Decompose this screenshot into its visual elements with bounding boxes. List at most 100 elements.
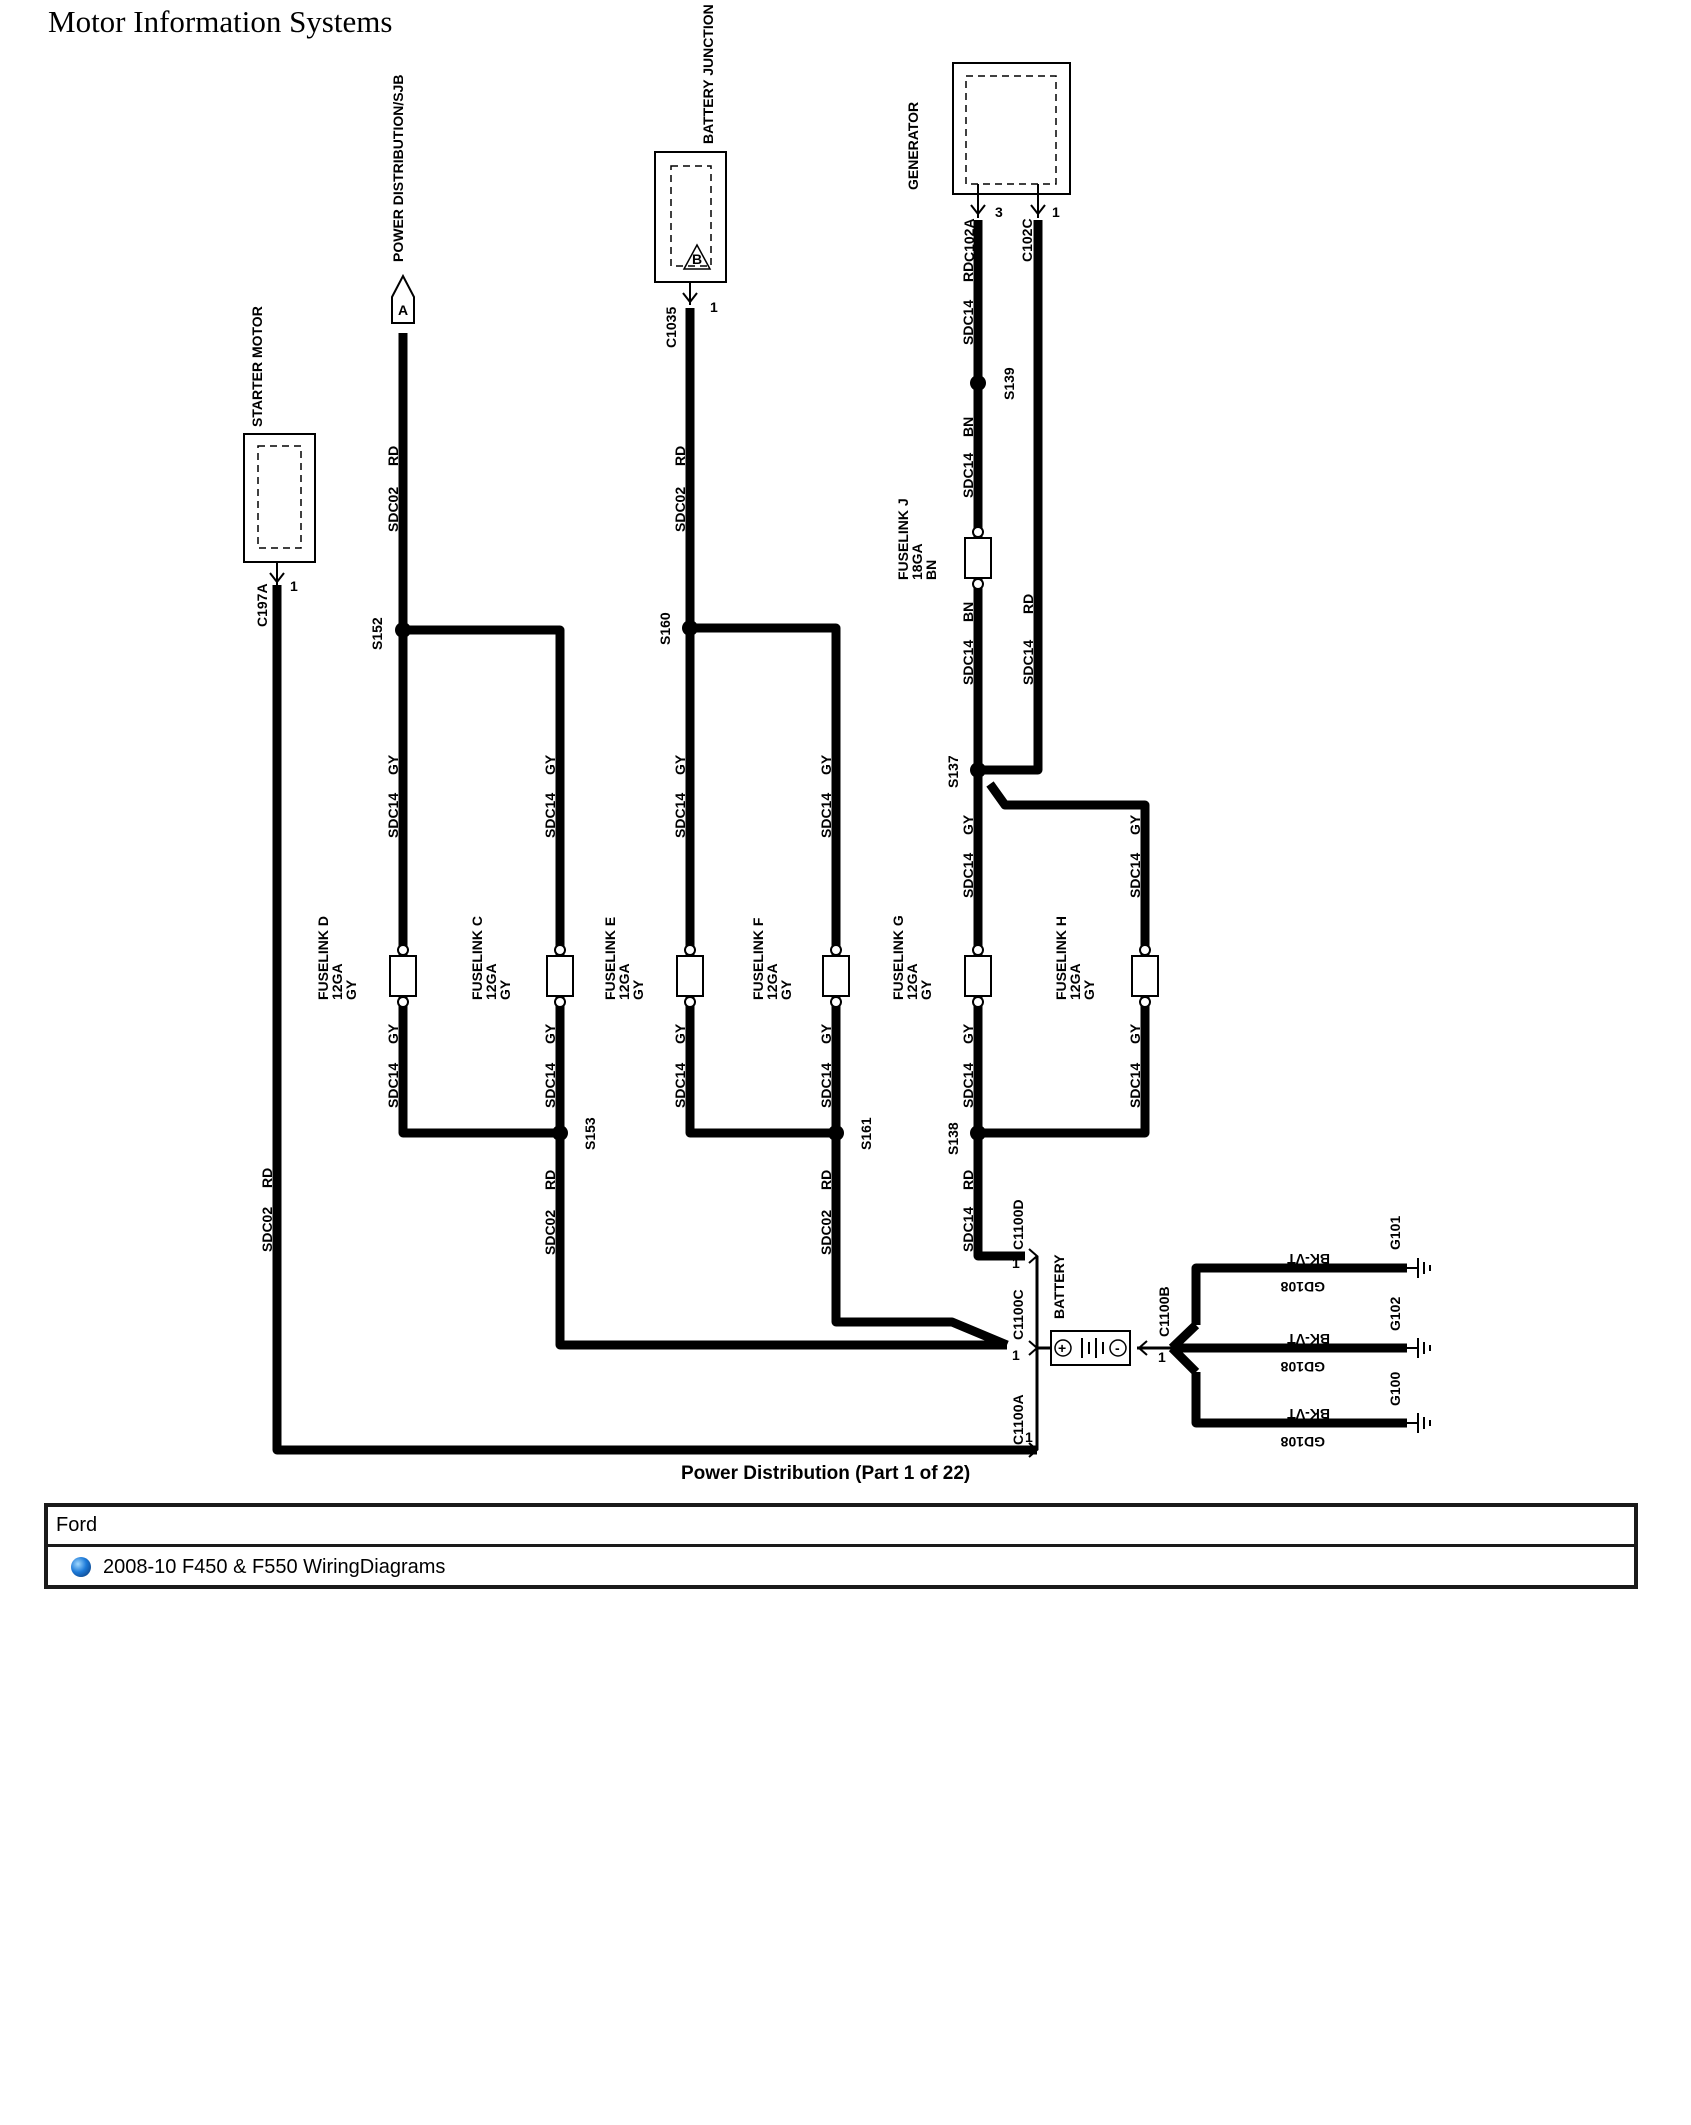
color-label: RD — [542, 1170, 558, 1190]
splice-s161: S161 — [858, 1117, 874, 1150]
fuselink-d-label: FUSELINK D 12GA GY — [315, 916, 359, 1000]
battery-label: BATTERY — [1051, 1254, 1067, 1319]
diagram-title: Power Distribution (Part 1 of 22) — [681, 1463, 970, 1484]
circuit-label: SDC14 — [960, 453, 976, 498]
connector-c1100a: C1100A — [1010, 1394, 1026, 1445]
circuit-label: SDC14 — [672, 793, 688, 838]
circuit-label: SDC14 — [672, 1063, 688, 1108]
splice-s139: S139 — [1001, 367, 1017, 400]
fuselink-e-label: FUSELINK E 12GA GY — [602, 917, 646, 1000]
fuselink-name: FUSELINK E — [602, 917, 618, 1000]
ground-color-label: BK-VT — [1287, 1251, 1330, 1267]
starter-motor-component — [243, 433, 316, 585]
circuit-label: SDC14 — [960, 640, 976, 685]
pin-c1100d-1: 1 — [1012, 1255, 1020, 1271]
color-label: RD — [672, 446, 688, 466]
circuit-label: SDC14 — [1020, 640, 1036, 685]
color-label: BN — [960, 602, 976, 622]
fuselink-gauge: 12GA — [329, 963, 345, 1000]
color-label: GY — [542, 754, 558, 775]
fuselink-h-label: FUSELINK H 12GA GY — [1053, 916, 1097, 1000]
page-header-title: Motor Information Systems — [48, 4, 393, 39]
circuit-label: SDC14 — [1127, 1063, 1143, 1108]
connector-c1035: C1035 — [663, 307, 679, 348]
fuselink-name: FUSELINK J — [895, 498, 911, 580]
wire-starter — [272, 585, 1037, 1455]
circuit-label: SDC14 — [385, 1063, 401, 1108]
color-label: GY — [960, 1023, 976, 1044]
connector-c197a: C197A — [254, 583, 270, 627]
fuselink-c-label: FUSELINK C 12GA GY — [469, 916, 513, 1000]
wire-gen-c — [978, 220, 1043, 775]
circuit-label: SDC14 — [1127, 853, 1143, 898]
circuit-label: SDC02 — [259, 1207, 275, 1252]
pin-starter-1: 1 — [290, 578, 298, 594]
ground-g101-label: G101 — [1387, 1216, 1403, 1250]
ground-symbols — [1407, 1258, 1431, 1433]
pin-gen-3: 3 — [995, 204, 1003, 220]
circuit-label: SDC02 — [818, 1210, 834, 1255]
color-label: GY — [542, 1023, 558, 1044]
color-label: RD — [960, 262, 976, 282]
connector-c102c: C102C — [1019, 218, 1035, 262]
connector-c1100c: C1100C — [1010, 1289, 1026, 1340]
globe-icon — [71, 1557, 91, 1577]
fuselink-name: FUSELINK C — [469, 916, 485, 1000]
circuit-label: SDC14 — [818, 793, 834, 838]
fuselink-color: GY — [343, 979, 359, 1000]
fuselink-color: GY — [1081, 979, 1097, 1000]
fuselink-gauge: 12GA — [904, 963, 920, 1000]
circuit-label: SDC14 — [960, 853, 976, 898]
splice-s138: S138 — [945, 1122, 961, 1155]
splice-s160: S160 — [657, 612, 673, 645]
pdb-label: POWER DISTRIBUTION/SJB — [390, 75, 406, 262]
ground-g102-label: G102 — [1387, 1297, 1403, 1331]
fuselink-color: GY — [630, 979, 646, 1000]
wire-ground-fan — [1168, 1321, 1200, 1376]
pin-bjb-1: 1 — [710, 299, 718, 315]
pin-c1100b-1: 1 — [1158, 1349, 1166, 1365]
fuselink-gauge: 12GA — [483, 963, 499, 1000]
color-label: RD — [385, 446, 401, 466]
circuit-label: SDC14 — [818, 1063, 834, 1108]
color-label: RD — [818, 1170, 834, 1190]
color-label: GY — [672, 754, 688, 775]
ground-color-label: BK-VT — [1287, 1406, 1330, 1422]
fuselink-color: GY — [778, 979, 794, 1000]
pdb-pin-label: A — [398, 302, 408, 318]
connector-c1100d: C1100D — [1010, 1199, 1026, 1250]
pin-c1100a-1: 1 — [1025, 1429, 1033, 1445]
fuselink-name: FUSELINK D — [315, 916, 331, 1000]
bjb-label: BATTERY JUNCTION BOX (BJB) — [700, 0, 716, 144]
pin-gen-1: 1 — [1052, 204, 1060, 220]
splice-dots — [395, 375, 986, 1141]
connector-c1100b: C1100B — [1156, 1286, 1172, 1337]
connector-c102a: C102A — [961, 218, 977, 262]
wire-s137-h — [978, 781, 1150, 1138]
fuselink-name: FUSELINK G — [890, 915, 906, 1000]
footer-item[interactable]: 2008-10 F450 & F550 WiringDiagrams — [48, 1547, 1634, 1587]
circuit-label: SDC14 — [385, 793, 401, 838]
fuselink-name: FUSELINK F — [750, 917, 766, 1000]
fuselink-boxes — [389, 537, 1159, 997]
ground-circuit-label: GD108 — [1280, 1434, 1325, 1450]
color-label: GY — [960, 814, 976, 835]
ground-color-label: BK-VT — [1287, 1331, 1330, 1347]
wiring-diagram: STARTER MOTOR POWER DISTRIBUTION/SJB A B… — [243, 0, 1431, 1484]
battery-connector-arrows — [1028, 1248, 1148, 1458]
wire-s161-battery — [831, 1133, 1009, 1350]
footer-brand: Ford — [48, 1507, 1634, 1547]
color-label: GY — [672, 1023, 688, 1044]
ground-circuit-label: GD108 — [1280, 1279, 1325, 1295]
wire-bjb-loop — [685, 623, 841, 1138]
fuselink-gauge: 12GA — [1067, 963, 1083, 1000]
generator-component — [952, 62, 1071, 218]
fuselink-g-label: FUSELINK G 12GA GY — [890, 915, 934, 1000]
color-label: GY — [385, 754, 401, 775]
fuselink-color: GY — [497, 979, 513, 1000]
circuit-label: SDC14 — [960, 1207, 976, 1252]
bjb-pin-label: B — [692, 251, 702, 267]
color-label: RD — [960, 1170, 976, 1190]
fuselink-gauge: 18GA — [909, 543, 925, 580]
wire-s138-c1100d — [973, 1133, 1025, 1261]
